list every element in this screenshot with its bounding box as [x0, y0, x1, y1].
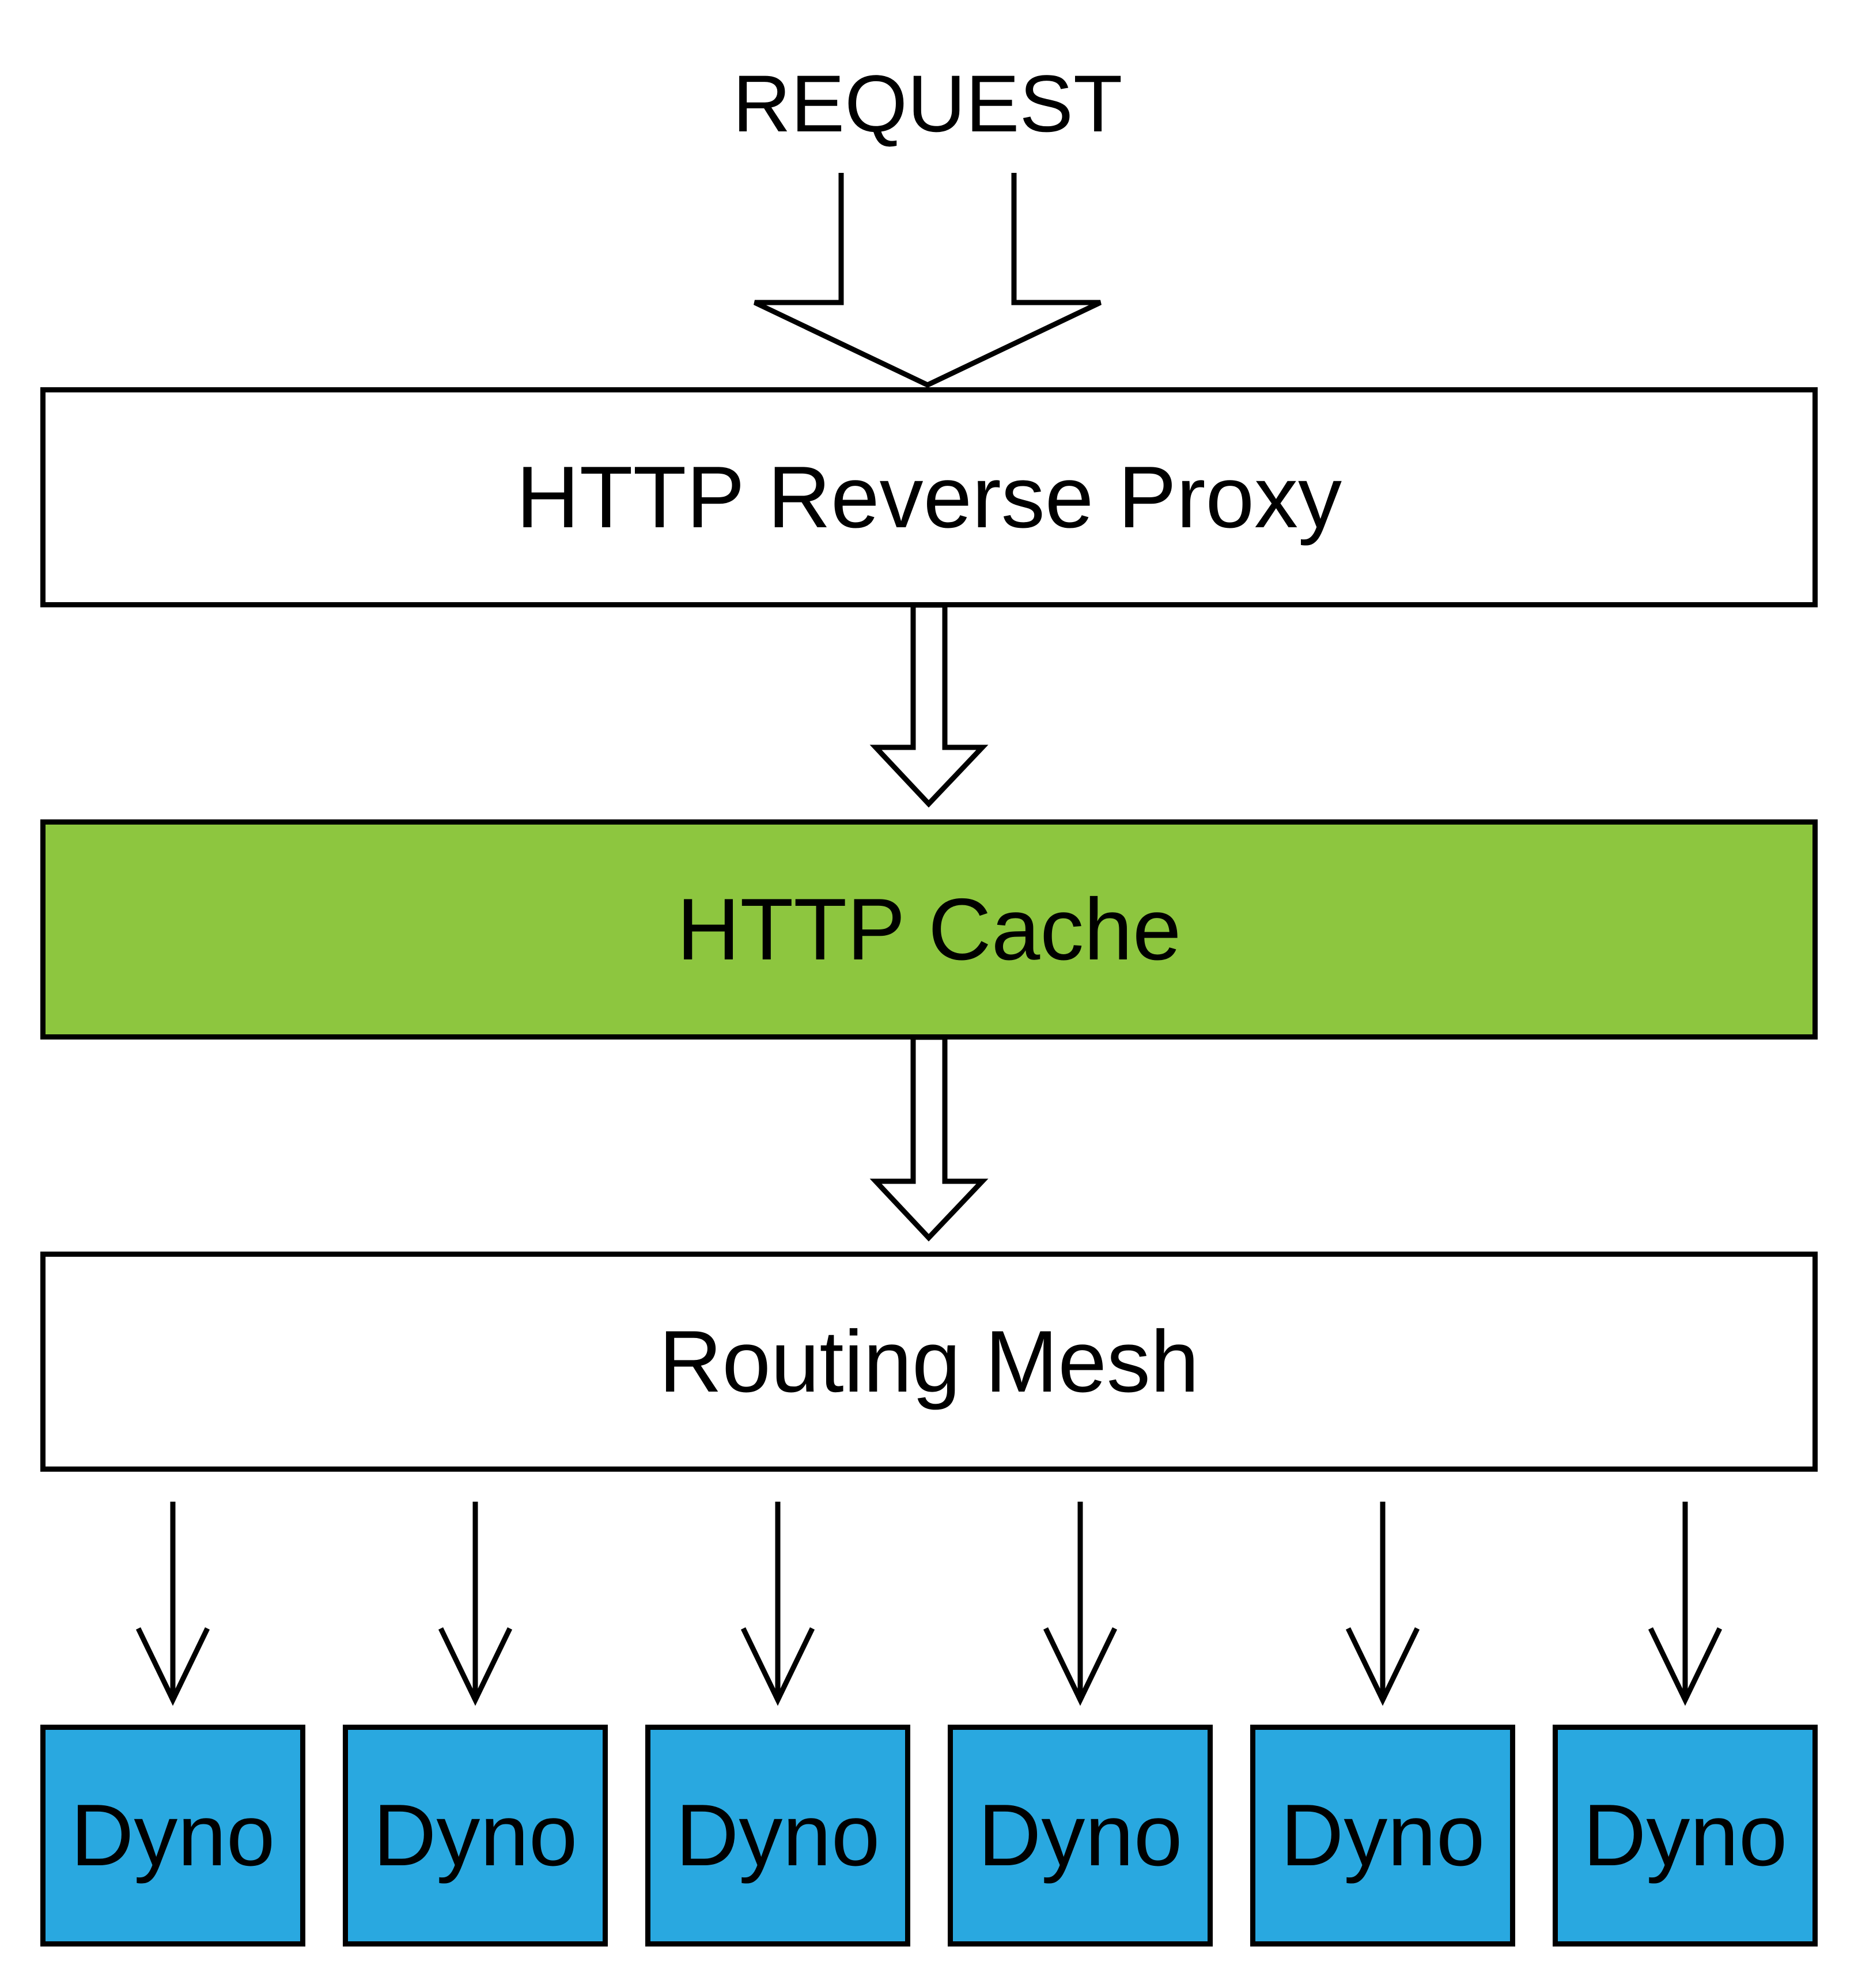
dyno-arrow-3: [740, 1502, 815, 1706]
dyno-arrow-6: [1648, 1502, 1723, 1706]
dyno-box-2: Dyno: [343, 1725, 608, 1947]
routing-mesh-box: Routing Mesh: [40, 1252, 1818, 1472]
dyno-arrow-4: [1043, 1502, 1118, 1706]
dyno-arrow-5: [1345, 1502, 1420, 1706]
proxy-to-cache-arrow: [869, 602, 989, 808]
request-label: REQUEST: [732, 58, 1123, 149]
dyno-box-1: Dyno: [40, 1725, 305, 1947]
dyno-box-3: Dyno: [645, 1725, 910, 1947]
dyno-label: Dyno: [1583, 1786, 1788, 1884]
http-reverse-proxy-label: HTTP Reverse Proxy: [516, 448, 1342, 546]
dyno-arrow-1: [135, 1502, 210, 1706]
dyno-label: Dyno: [70, 1786, 275, 1884]
dyno-label: Dyno: [1280, 1786, 1485, 1884]
http-cache-label: HTTP Cache: [676, 880, 1182, 978]
http-reverse-proxy-box: HTTP Reverse Proxy: [40, 387, 1818, 607]
routing-mesh-label: Routing Mesh: [659, 1312, 1199, 1411]
dyno-label: Dyno: [978, 1786, 1183, 1884]
dyno-label: Dyno: [373, 1786, 578, 1884]
dyno-box-5: Dyno: [1250, 1725, 1515, 1947]
mesh-to-dyno-arrows: [135, 1502, 1723, 1706]
http-cache-box: HTTP Cache: [40, 819, 1818, 1040]
request-arrow: [754, 173, 1102, 388]
dyno-box-6: Dyno: [1553, 1725, 1818, 1947]
dyno-arrow-2: [438, 1502, 513, 1706]
dyno-box-4: Dyno: [948, 1725, 1213, 1947]
dyno-label: Dyno: [675, 1786, 880, 1884]
cache-to-mesh-arrow: [869, 1034, 989, 1242]
